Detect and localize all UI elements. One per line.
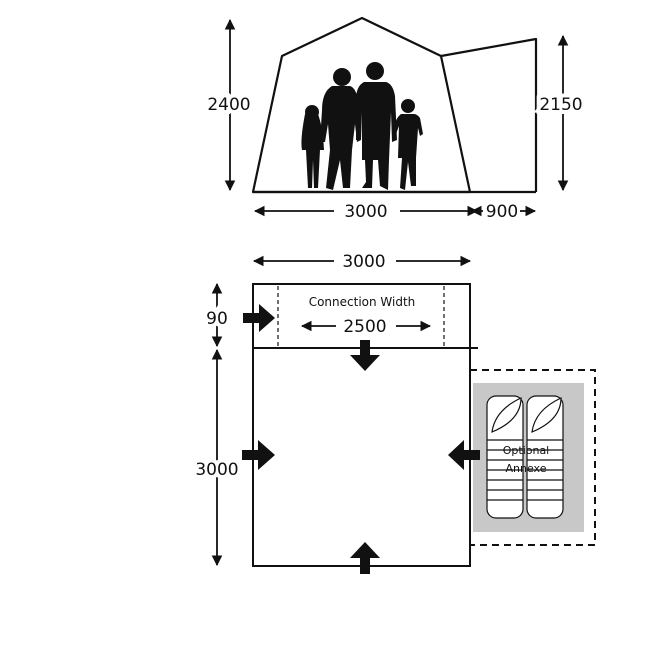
main-floor [252, 347, 471, 567]
annexe-label-line2: Annexe [506, 462, 547, 475]
dim-depth-top: 90 [206, 309, 228, 329]
entrance-arrow-bottom [350, 542, 380, 574]
family-silhouette-icon [301, 62, 423, 190]
entrance-arrow-top-center [350, 340, 380, 371]
annexe-side-outline [440, 37, 538, 192]
annexe-label-line1: Optional [503, 444, 550, 457]
connection-strip [252, 283, 471, 349]
sleeping-bags-icon [486, 395, 564, 519]
connection-width-label: Connection Width [309, 295, 416, 309]
dim-height-side: 2150 [539, 95, 582, 115]
dim-plan-width: 3000 [342, 252, 385, 272]
entrance-arrow-top-left [243, 304, 275, 332]
annexe-outline [469, 369, 596, 546]
dim-width-main: 3000 [344, 202, 387, 222]
entrance-arrow-left [242, 440, 275, 470]
dim-depth-main: 3000 [195, 460, 238, 480]
dim-connection-width: 2500 [343, 317, 386, 337]
dim-width-side: 900 [486, 202, 518, 222]
entrance-arrow-right [448, 440, 480, 470]
elevation-view: 2400 2150 3000 900 [203, 16, 587, 222]
plan-view: 3000 Connection Width 2500 [191, 252, 596, 574]
dim-height-main: 2400 [207, 95, 250, 115]
